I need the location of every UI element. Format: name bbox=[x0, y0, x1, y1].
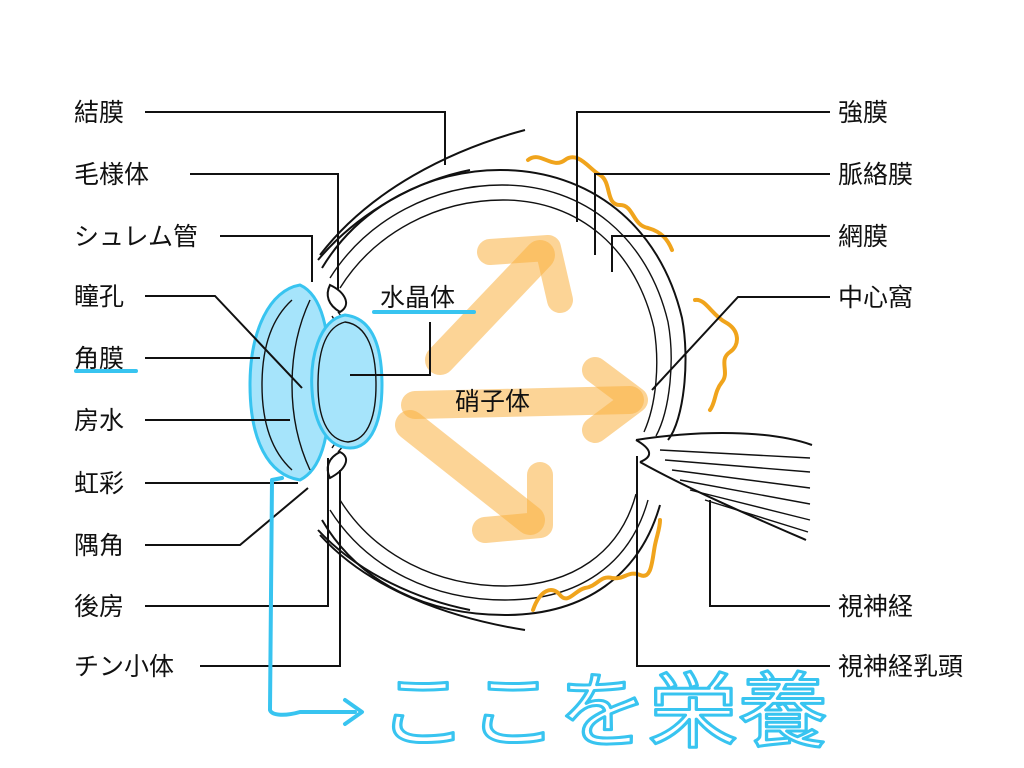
upper-lid-curve bbox=[319, 129, 526, 256]
label-vitreous: 硝子体 bbox=[455, 387, 530, 416]
label-cornea: 角膜 bbox=[74, 344, 124, 373]
label-pupil: 瞳孔 bbox=[74, 282, 124, 311]
optic-disc bbox=[635, 439, 651, 463]
cornea-lens-highlight bbox=[248, 283, 384, 482]
annotation-pointer-line bbox=[268, 476, 357, 717]
optic-nerve-top bbox=[635, 432, 813, 446]
eye-outline bbox=[317, 129, 813, 631]
arrow-right-head bbox=[582, 357, 648, 443]
iris-curve bbox=[291, 299, 311, 471]
arrow-down-right-head bbox=[472, 462, 553, 543]
handwritten-annotation: ここを栄養 bbox=[268, 476, 830, 762]
squiggle-top bbox=[526, 155, 674, 252]
leader-lines-left bbox=[145, 111, 446, 667]
label-lens: 水晶体 bbox=[380, 283, 455, 312]
leader-ciliary bbox=[190, 173, 339, 290]
optic-nerve-bottom bbox=[639, 461, 807, 541]
leader-choroid bbox=[594, 173, 830, 255]
arrow-right bbox=[401, 386, 644, 419]
cornea-curve bbox=[261, 299, 293, 471]
label-optic-disc: 視神経乳頭 bbox=[838, 652, 963, 681]
labels-left: 結膜 毛様体 シュレム管 瞳孔 角膜 房水 虹彩 隅角 後房 チン小体 bbox=[74, 98, 198, 681]
leader-optic-nerve bbox=[709, 500, 830, 607]
annotation-text: ここを栄養 bbox=[378, 665, 828, 760]
label-retina: 網膜 bbox=[838, 222, 888, 251]
leader-lens bbox=[350, 322, 431, 376]
choroid-arc-lower bbox=[329, 499, 649, 601]
label-posterior-chamber: 後房 bbox=[74, 592, 124, 621]
label-iris: 虹彩 bbox=[74, 469, 124, 498]
label-ciliary-body: 毛様体 bbox=[74, 160, 149, 189]
leader-retina bbox=[611, 235, 830, 272]
ciliary-body-upper bbox=[326, 283, 348, 314]
arrow-down-right bbox=[395, 410, 545, 535]
annotation-arrowhead bbox=[343, 698, 364, 726]
squiggle-bottom bbox=[531, 518, 662, 612]
arrow-up-right-head bbox=[477, 235, 573, 313]
labels-right: 強膜 脈絡膜 網膜 中心窩 視神経 視神経乳頭 bbox=[838, 98, 963, 681]
squiggle-right bbox=[693, 297, 739, 412]
leader-conjunctiva bbox=[145, 111, 446, 165]
leader-lines-right bbox=[576, 111, 830, 667]
optic-nerve-fibers bbox=[659, 449, 811, 533]
choroid-arc bbox=[329, 184, 672, 437]
label-optic-nerve: 視神経 bbox=[838, 592, 913, 621]
label-zonule: チン小体 bbox=[74, 652, 174, 681]
retina-arc bbox=[339, 199, 658, 433]
label-sclera: 強膜 bbox=[838, 98, 888, 127]
leader-optic-disc bbox=[636, 456, 830, 667]
leader-schlemm bbox=[220, 235, 313, 282]
leader-fovea bbox=[651, 296, 830, 391]
label-angle: 隅角 bbox=[74, 531, 124, 560]
label-fovea: 中心窩 bbox=[838, 283, 913, 312]
leader-angle bbox=[145, 487, 309, 546]
leader-pupil bbox=[145, 295, 303, 389]
lower-lid-curve-2 bbox=[317, 529, 471, 611]
label-conjunctiva: 結膜 bbox=[74, 98, 124, 127]
lens-outline bbox=[317, 321, 377, 443]
leader-sclera bbox=[576, 111, 830, 222]
label-schlemm-canal: シュレム管 bbox=[74, 222, 198, 251]
label-aqueous-humor: 房水 bbox=[74, 406, 124, 435]
label-choroid: 脈絡膜 bbox=[838, 160, 913, 189]
ciliary-body-lower bbox=[326, 450, 348, 480]
retina-arc-lower bbox=[339, 493, 637, 587]
lens-fill bbox=[310, 313, 384, 450]
vitreous-arrows bbox=[395, 235, 648, 543]
leader-posterior bbox=[145, 458, 329, 607]
leader-zonule bbox=[200, 470, 341, 667]
arrow-up-right bbox=[425, 240, 555, 375]
choroid-squiggles bbox=[526, 155, 739, 612]
upper-lid-curve-2 bbox=[317, 169, 471, 261]
